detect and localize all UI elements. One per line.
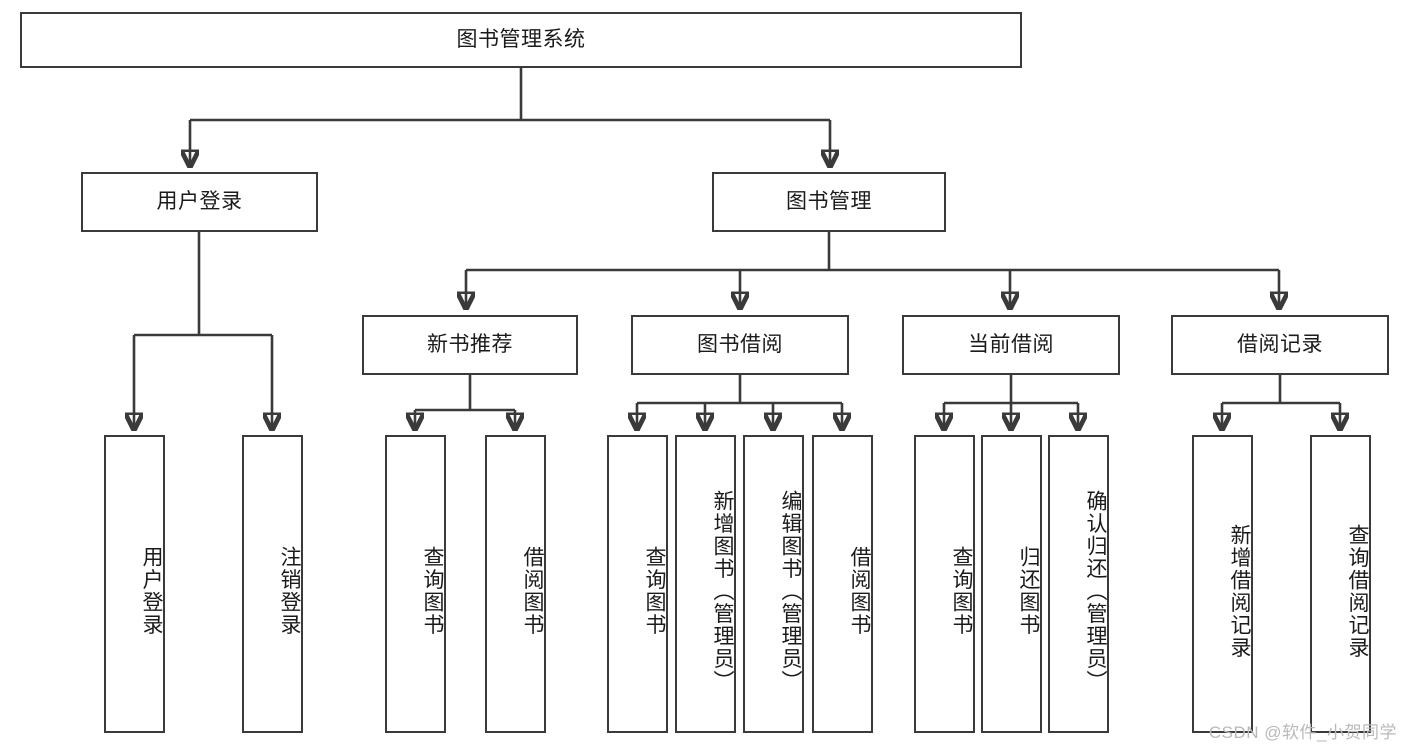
node-leaf-query-book-1[interactable]: 查询图书: [385, 435, 446, 733]
node-current-borrow[interactable]: 当前借阅: [902, 315, 1120, 375]
node-leaf-query-book-3[interactable]: 查询图书: [914, 435, 975, 733]
node-label: 用户登录: [156, 189, 243, 213]
node-leaf-confirm-return[interactable]: 确认归还（管理员）: [1048, 435, 1109, 733]
node-book-management[interactable]: 图书管理: [712, 172, 946, 232]
node-leaf-query-record[interactable]: 查询借阅记录: [1310, 435, 1371, 733]
node-label: 图书管理系统: [456, 27, 586, 51]
node-leaf-add-book[interactable]: 新增图书（管理员）: [675, 435, 736, 733]
node-leaf-borrow-book-1[interactable]: 借阅图书: [485, 435, 546, 733]
node-leaf-query-book-2[interactable]: 查询图书: [607, 435, 668, 733]
node-label: 确认归还（管理员）: [1084, 489, 1107, 693]
node-label: 借阅记录: [1237, 332, 1323, 356]
node-label: 图书借阅: [697, 332, 783, 356]
node-label: 新增图书（管理员）: [711, 489, 734, 693]
node-leaf-edit-book[interactable]: 编辑图书（管理员）: [743, 435, 804, 733]
node-label: 新增借阅记录: [1228, 523, 1251, 659]
csdn-watermark: CSDN @软件_小贺同学: [1208, 723, 1397, 742]
node-label: 查询图书: [950, 546, 973, 636]
node-new-book-recommend[interactable]: 新书推荐: [362, 315, 578, 375]
node-leaf-borrow-book-2[interactable]: 借阅图书: [812, 435, 873, 733]
node-label: 注销登录: [278, 546, 301, 636]
node-label: 图书管理: [786, 189, 872, 213]
node-label: 归还图书: [1017, 546, 1040, 636]
node-book-management-system[interactable]: 图书管理系统: [20, 12, 1022, 68]
node-label: 新书推荐: [427, 332, 513, 356]
node-book-borrow[interactable]: 图书借阅: [631, 315, 849, 375]
node-label: 查询图书: [643, 546, 666, 636]
node-label: 借阅图书: [521, 546, 544, 636]
node-leaf-add-record[interactable]: 新增借阅记录: [1192, 435, 1253, 733]
node-label: 编辑图书（管理员）: [779, 489, 802, 693]
node-label: 用户登录: [140, 546, 163, 636]
node-leaf-return-book[interactable]: 归还图书: [981, 435, 1042, 733]
node-leaf-logout-login[interactable]: 注销登录: [242, 435, 303, 733]
node-leaf-user-login[interactable]: 用户登录: [104, 435, 165, 733]
node-label: 当前借阅: [968, 332, 1054, 356]
node-label: 查询图书: [421, 546, 444, 636]
node-label: 借阅图书: [848, 546, 871, 636]
node-borrow-record[interactable]: 借阅记录: [1171, 315, 1389, 375]
node-label: 查询借阅记录: [1346, 523, 1369, 659]
node-user-login[interactable]: 用户登录: [81, 172, 318, 232]
